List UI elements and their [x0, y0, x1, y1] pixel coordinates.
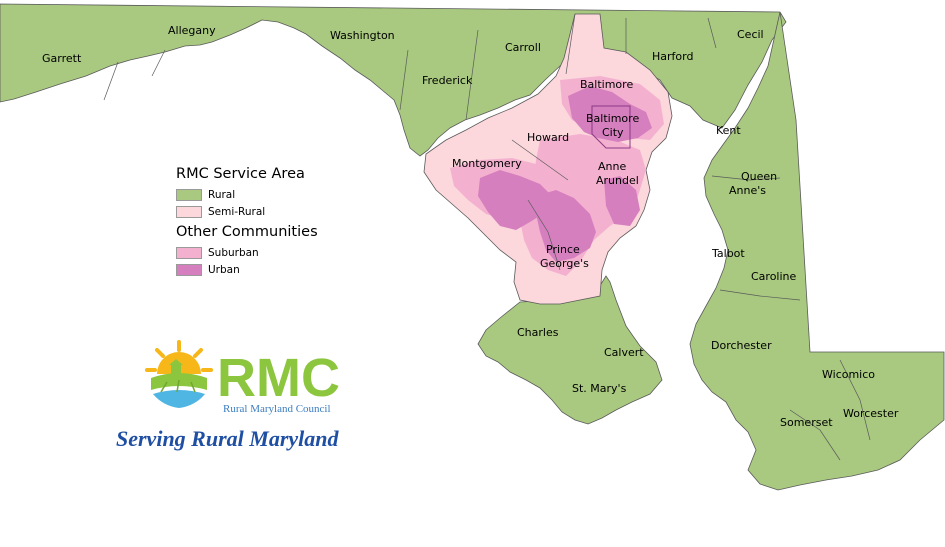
logo-subtitle: Rural Maryland Council	[223, 403, 331, 415]
county-label-anne-arundel-1: Anne	[598, 160, 626, 173]
county-label-harford: Harford	[652, 50, 693, 63]
county-label-caroline: Caroline	[751, 270, 797, 283]
tagline: Serving Rural Maryland	[116, 426, 339, 451]
logo-emblem-icon	[145, 340, 213, 408]
county-label-charles: Charles	[517, 326, 559, 339]
legend-label-suburban: Suburban	[208, 246, 259, 259]
legend-item-semi-rural: Semi-Rural	[176, 203, 318, 220]
region-western-rural	[0, 3, 787, 157]
rmc-logo: RMC Rural Maryland Council	[145, 340, 340, 415]
legend-item-rural: Rural	[176, 186, 318, 203]
county-label-wicomico: Wicomico	[822, 368, 875, 381]
county-label-prince-georges-2: George's	[540, 257, 589, 270]
legend-title-other-communities: Other Communities	[176, 224, 318, 240]
county-label-calvert: Calvert	[604, 346, 644, 359]
county-label-st-marys: St. Mary's	[572, 382, 627, 395]
county-label-anne-arundel-2: Arundel	[596, 174, 639, 187]
county-label-queen-annes-1: Queen	[741, 170, 777, 183]
county-label-baltimore-city-1: Baltimore	[586, 112, 639, 125]
logo-letters: RMC	[217, 348, 340, 408]
county-label-howard: Howard	[527, 131, 569, 144]
county-label-talbot: Talbot	[711, 247, 745, 260]
county-label-baltimore: Baltimore	[580, 78, 633, 91]
county-label-worcester: Worcester	[843, 407, 899, 420]
legend-label-urban: Urban	[208, 263, 240, 276]
county-label-queen-annes-2: Anne's	[729, 184, 766, 197]
county-label-carroll: Carroll	[505, 41, 541, 54]
legend-swatch-suburban	[176, 246, 202, 259]
county-label-baltimore-city-2: City	[602, 126, 624, 139]
region-southern-rural	[477, 275, 663, 425]
county-label-somerset: Somerset	[780, 416, 833, 429]
legend-label-semi-rural: Semi-Rural	[208, 205, 266, 218]
county-label-garrett: Garrett	[42, 52, 82, 65]
map-legend: RMC Service Area Rural Semi-Rural Other …	[176, 166, 318, 278]
county-label-dorchester: Dorchester	[711, 339, 772, 352]
county-label-frederick: Frederick	[422, 74, 473, 87]
legend-item-suburban: Suburban	[176, 244, 318, 261]
legend-label-rural: Rural	[208, 188, 236, 201]
legend-title-service-area: RMC Service Area	[176, 166, 305, 182]
county-label-montgomery: Montgomery	[452, 157, 522, 170]
legend-swatch-urban	[176, 263, 202, 276]
county-label-cecil: Cecil	[737, 28, 764, 41]
county-label-kent: Kent	[716, 124, 741, 137]
baltimore-city-outline	[591, 105, 631, 149]
county-borders	[103, 13, 871, 461]
legend-swatch-rural	[176, 188, 202, 201]
legend-swatch-semi-rural	[176, 205, 202, 218]
region-eastern-shore-rural	[689, 11, 945, 491]
county-label-allegany: Allegany	[168, 24, 216, 37]
region-urban	[478, 86, 652, 262]
county-label-washington: Washington	[330, 29, 395, 42]
legend-item-urban: Urban	[176, 261, 318, 278]
county-label-prince-georges-1: Prince	[546, 243, 580, 256]
